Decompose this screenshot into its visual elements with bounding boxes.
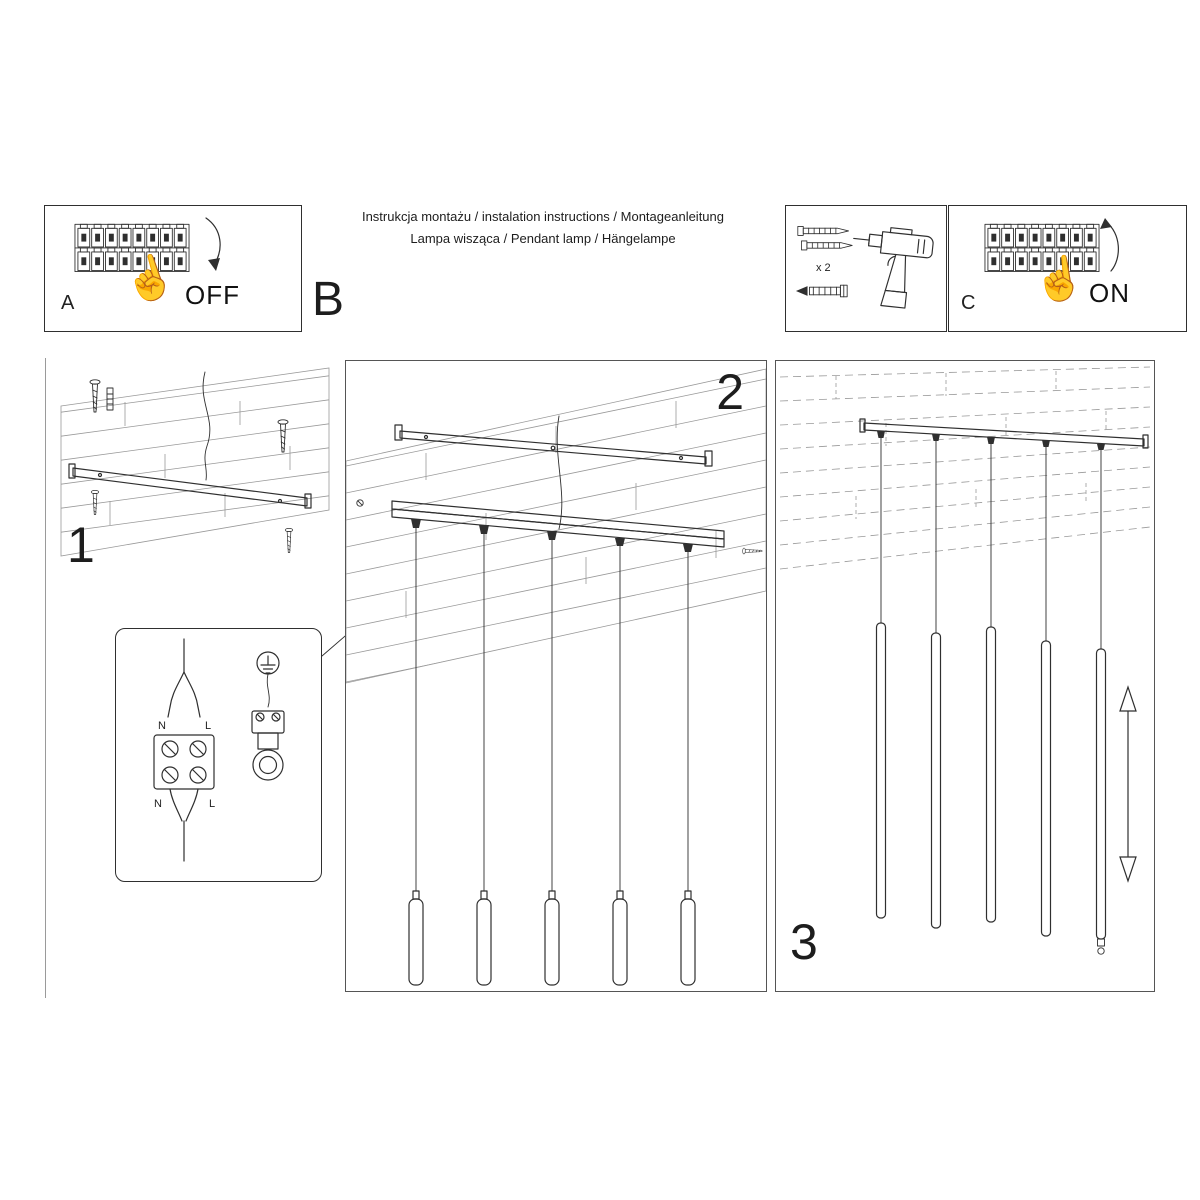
sheet-title: Instrukcja montażu / instalation instruc…	[300, 206, 786, 250]
ceiling-outline	[345, 368, 767, 684]
small-screw	[356, 499, 364, 507]
switch-on-arrow-icon	[1100, 218, 1119, 272]
neutral-label-bottom: N	[154, 798, 162, 810]
neutral-label-top: N	[158, 720, 166, 732]
cord-grips	[411, 519, 693, 552]
circuit-breaker-icon	[74, 223, 190, 273]
pendant-cables	[880, 437, 1102, 650]
step1-number: 1	[67, 517, 95, 573]
circuit-breaker-icon	[984, 223, 1100, 273]
live-label-bottom: L	[209, 798, 215, 810]
mounting-bracket	[68, 463, 312, 509]
ceiling-planks	[346, 378, 766, 683]
terminal-block	[153, 734, 215, 790]
power-on-label: ON	[1089, 278, 1130, 308]
small-screw	[742, 547, 763, 555]
step3-panel: 3	[775, 360, 1155, 992]
ceiling-planks	[779, 366, 1151, 570]
ceiling-planks	[61, 374, 329, 556]
supply-cable	[167, 638, 201, 718]
wiring-drawing: N L N L	[153, 638, 285, 862]
step2-panel: 2	[345, 360, 767, 992]
cord-grip	[251, 710, 285, 781]
step3-number: 3	[790, 914, 818, 970]
small-screw	[90, 489, 100, 515]
pendant-cables	[415, 527, 689, 892]
wall-plug-icon	[797, 225, 853, 251]
ceiling-outline	[60, 367, 330, 557]
mains-cable	[556, 415, 563, 530]
height-adjust-arrow-icon	[1119, 685, 1137, 883]
pendant-tubes	[408, 890, 696, 986]
power-off-label: OFF	[185, 280, 240, 310]
mains-cable	[202, 371, 211, 481]
drill-icon	[853, 227, 934, 309]
panel-power-off: ☝ OFF A	[44, 205, 302, 332]
section-b-label: B	[312, 273, 345, 326]
earth-wire	[266, 673, 270, 708]
left-column-divider	[45, 358, 46, 998]
cord-grips	[877, 431, 1105, 450]
section-c-label: C	[961, 292, 976, 314]
wall-plug	[106, 387, 114, 411]
hand-icon: ☝	[1029, 251, 1089, 306]
panel-tools: x 2	[785, 205, 947, 332]
screw-icon	[795, 284, 848, 298]
pendant-tubes	[875, 622, 1107, 940]
small-screw	[284, 527, 294, 553]
wiring-detail-inset: N L N L	[115, 628, 322, 882]
title-line-1: Instrukcja montażu / instalation instruc…	[361, 209, 725, 224]
live-label-top: L	[205, 720, 211, 732]
step2-number: 2	[716, 364, 744, 420]
step3-drawing	[779, 366, 1151, 955]
title-line-2: Lampa wisząca / Pendant lamp / Hängelamp…	[410, 231, 676, 246]
panel-power-on: ☝ ON C	[948, 205, 1187, 332]
mounting-bracket	[394, 424, 713, 467]
canopy-rail	[391, 500, 725, 548]
cable-adjuster	[1097, 938, 1105, 955]
lamp-cable	[169, 788, 199, 862]
mounting-screw	[277, 419, 289, 453]
section-a-label: A	[61, 292, 75, 314]
earth-symbol-icon	[256, 651, 280, 675]
anchor-quantity-label: x 2	[816, 262, 831, 274]
switch-off-arrow-icon	[205, 217, 221, 271]
step1-drawing	[60, 367, 330, 557]
canopy-rail	[859, 418, 1149, 449]
step1-panel: 1	[55, 358, 335, 583]
step2-drawing	[345, 368, 767, 986]
